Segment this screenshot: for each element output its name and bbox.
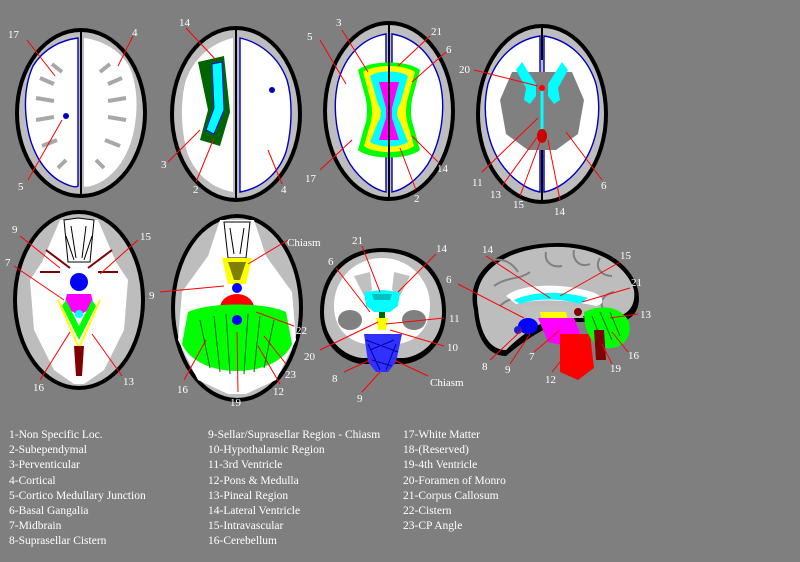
callout-label: 12 (273, 386, 284, 398)
callout-label: 16 (177, 384, 189, 396)
legend-item: 6-Basal Gangalia (9, 505, 89, 518)
callout-label: 16 (33, 382, 45, 394)
callout-label: 23 (285, 369, 297, 381)
axial-slice-3 (319, 21, 455, 201)
sagittal-slice (457, 242, 639, 380)
callout-label: 8 (482, 361, 488, 373)
callout-labels: 17 4 5 14 3 2 4 3 21 6 5 17 14 2 20 11 1… (5, 17, 652, 409)
callout-label: 9 (357, 393, 363, 405)
callout-label: 22 (296, 325, 307, 337)
legend-item: 13-Pineal Region (208, 489, 289, 502)
coronal-slice (319, 245, 446, 393)
axial-slice-5 (13, 210, 145, 390)
legend-item: 23-CP Angle (403, 520, 463, 533)
legend-item: 17-White Matter (403, 429, 480, 441)
legend-column-2: 9-Sellar/Suprasellar Region - Chiasm 10-… (208, 428, 380, 550)
callout-label: 15 (140, 231, 152, 243)
callout-label: 5 (18, 181, 24, 193)
callout-label: 14 (436, 243, 448, 255)
callout-label: 2 (193, 184, 199, 196)
callout-label: 14 (179, 17, 191, 29)
legend-item: 4-Cortical (9, 474, 56, 487)
callout-label: 9 (149, 290, 155, 302)
callout-label: 13 (640, 309, 652, 321)
callout-label: 3 (161, 159, 167, 171)
legend-item: 14-Lateral Ventricle (208, 505, 301, 518)
callout-label: Chiasm (287, 237, 321, 249)
callout-label: 20 (459, 64, 471, 76)
legend-item: 1-Non Specific Loc. (9, 429, 103, 441)
callout-label: 6 (601, 180, 607, 192)
callout-label: 9 (505, 364, 511, 376)
legend-item: 18-(Reserved) (403, 444, 469, 457)
callout-label: 20 (304, 351, 316, 363)
callout-label: 5 (307, 31, 313, 43)
callout-label: 17 (8, 29, 20, 41)
legend-item: 10-Hypothalamic Region (208, 444, 325, 457)
callout-label: 17 (305, 173, 317, 185)
callout-label: 4 (132, 27, 138, 39)
legend-item: 8-Suprasellar Cistern (9, 535, 107, 548)
legend-item: 11-3rd Ventricle (208, 459, 283, 472)
callout-label: 10 (447, 342, 459, 354)
callout-label: 6 (446, 274, 452, 286)
callout-label: 7 (529, 351, 535, 363)
callout-label: 7 (5, 257, 11, 269)
callout-label: 21 (352, 235, 363, 247)
callout-label: Chiasm (430, 377, 464, 389)
legend-item: 22-Cistern (403, 505, 452, 518)
callout-label: 21 (631, 277, 642, 289)
axial-slice-2 (167, 26, 302, 202)
callout-label: 8 (332, 373, 338, 385)
axial-slice-4 (473, 24, 608, 204)
callout-label: 6 (328, 256, 334, 268)
legend-item: 3-Perventicular (9, 459, 80, 472)
legend-item: 2-Subependymal (9, 444, 87, 457)
legend-column-3: 17-White Matter 18-(Reserved) 19-4th Ven… (403, 428, 506, 534)
callout-label: 3 (336, 17, 342, 29)
legend-item: 19-4th Ventricle (403, 459, 478, 472)
callout-label: 19 (610, 363, 622, 375)
callout-label: 16 (628, 350, 640, 362)
legend-item: 15-Intravascular (208, 520, 284, 533)
callout-label: 4 (281, 184, 287, 196)
callout-label: 13 (490, 189, 502, 201)
callout-label: 14 (554, 206, 566, 218)
callout-label: 11 (472, 177, 483, 189)
callout-label: 11 (449, 313, 460, 325)
callout-label: 9 (12, 224, 18, 236)
callout-label: 21 (431, 26, 442, 38)
legend-item: 21-Corpus Callosum (403, 489, 499, 502)
callout-label: 14 (437, 163, 449, 175)
axial-slice-1 (15, 28, 147, 198)
callout-label: 15 (620, 250, 632, 262)
legend-item: 16-Cerebellum (208, 535, 277, 548)
callout-label: 6 (446, 44, 452, 56)
callout-label: 2 (414, 193, 420, 205)
legend-column-1: 1-Non Specific Loc. 2-Subependymal 3-Per… (9, 428, 146, 550)
callout-label: 12 (545, 374, 556, 386)
legend-item: 20-Foramen of Monro (403, 474, 506, 487)
callout-label: 19 (230, 397, 242, 409)
legend-item: 7-Midbrain (9, 520, 62, 533)
legend-item: 5-Cortico Medullary Junction (9, 489, 146, 502)
callout-label: 14 (482, 244, 494, 256)
legend-item: 12-Pons & Medulla (208, 474, 299, 487)
axial-slice-6 (159, 214, 303, 402)
callout-label: 13 (123, 376, 135, 388)
callout-label: 15 (513, 199, 525, 211)
legend-item: 9-Sellar/Suprasellar Region - Chiasm (208, 429, 381, 441)
